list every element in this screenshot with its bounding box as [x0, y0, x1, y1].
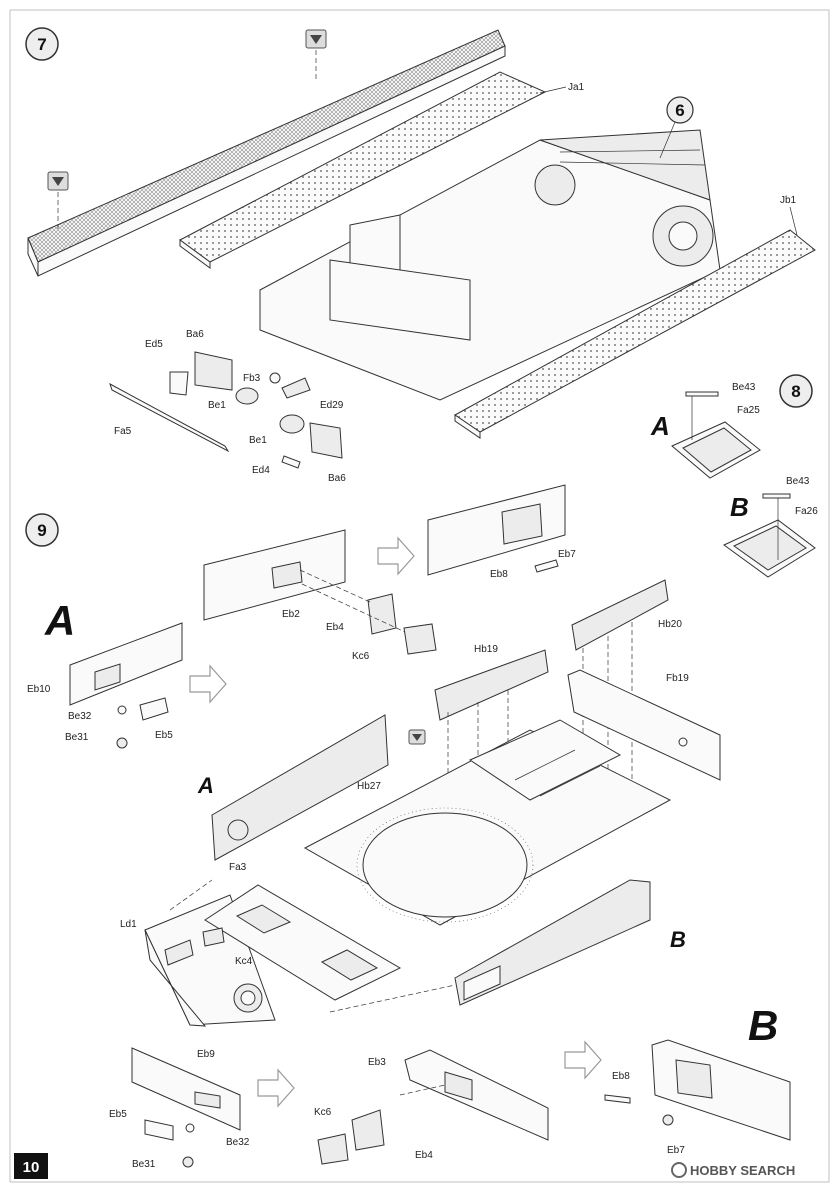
subassembly-label-b-step8: B — [730, 492, 749, 522]
label-hb19: Hb19 — [474, 644, 498, 655]
attention-icon — [47, 171, 69, 191]
label-ed5: Ed5 — [145, 339, 163, 350]
step-9-group: 9 Eb2 Eb4 Kc6 Eb7 Eb8 A E — [25, 484, 791, 1170]
side-plate-top-left — [203, 529, 437, 655]
label-be43-b: Be43 — [786, 476, 810, 487]
side-plate-bottom-mid — [317, 1049, 549, 1165]
label-be32: Be32 — [68, 711, 92, 722]
side-plate-bottom-right — [604, 1039, 791, 1141]
label-hb20: Hb20 — [658, 619, 682, 630]
arrow-right-a — [189, 664, 227, 704]
watermark-text: HOBBY SEARCH — [690, 1163, 795, 1178]
label-ld1: Ld1 — [120, 919, 137, 930]
label-fa3: Fa3 — [229, 862, 247, 873]
step-badge-7 — [25, 27, 59, 61]
page-frame — [9, 9, 830, 1183]
step-badge-9 — [25, 513, 59, 547]
step-8-group: 8 A Be43 Fa25 B Be43 Fa26 — [650, 374, 818, 578]
subassembly-label-a-step8: A — [650, 411, 670, 441]
deck-plate-fa3 — [202, 884, 402, 1001]
label-ba6-b: Ba6 — [328, 473, 346, 484]
label-kc6: Kc6 — [352, 651, 370, 662]
label-hb27: Hb27 — [357, 781, 381, 792]
label-kc4: Kc4 — [235, 956, 253, 967]
side-plate-bottom-left — [131, 1047, 241, 1168]
left-fender-mesh — [27, 29, 506, 277]
step-number-9: 9 — [37, 521, 46, 540]
side-plate-a — [69, 622, 183, 749]
arrow-right-bottom-left — [257, 1068, 295, 1108]
label-eb5-b: Eb5 — [109, 1109, 127, 1120]
side-wall-b — [454, 879, 651, 1006]
subassembly-label-b: B — [748, 1002, 778, 1049]
step7-labels: Ed5 Ba6 Fb3 Be1 Ed29 Fa5 Be1 Ed4 Ba6 — [114, 329, 346, 484]
label-fa25: Fa25 — [737, 405, 760, 416]
watermark: HOBBY SEARCH — [671, 1162, 795, 1178]
label-eb3: Eb3 — [368, 1057, 386, 1068]
subassembly-label-b-inline: B — [670, 927, 686, 952]
label-ja1: Ja1 — [568, 82, 585, 93]
label-be43-a: Be43 — [732, 382, 756, 393]
label-be31-b: Be31 — [132, 1159, 156, 1170]
page-number: 10 — [23, 1159, 40, 1176]
label-eb7: Eb7 — [558, 549, 576, 560]
label-eb8: Eb8 — [490, 569, 508, 580]
label-eb7-b: Eb7 — [667, 1145, 685, 1156]
label-eb5: Eb5 — [155, 730, 173, 741]
step-7-group: 7 Ja1 — [25, 27, 816, 484]
fender-plate-jb1 — [454, 229, 816, 439]
attention-icon — [305, 29, 327, 49]
page-number-box: 10 — [14, 1153, 48, 1179]
step-badge-6 — [666, 96, 694, 124]
subassembly-label-a: A — [44, 597, 75, 644]
label-eb9: Eb9 — [197, 1049, 215, 1060]
hatch-a — [671, 391, 761, 479]
label-be1-b: Be1 — [249, 435, 267, 446]
side-wall-fb19 — [567, 669, 721, 781]
label-eb8-b: Eb8 — [612, 1071, 630, 1082]
label-fa26: Fa26 — [795, 506, 818, 517]
label-be31: Be31 — [65, 732, 89, 743]
label-fa5: Fa5 — [114, 426, 132, 437]
attention-icon — [408, 729, 426, 745]
step-number-6: 6 — [675, 101, 684, 120]
floor-plate-hb27 — [211, 714, 672, 926]
subassembly-label-a-inline: A — [197, 773, 214, 798]
label-jb1: Jb1 — [780, 195, 797, 206]
label-ba6: Ba6 — [186, 329, 204, 340]
label-fb3: Fb3 — [243, 373, 261, 384]
step-number-8: 8 — [791, 382, 800, 401]
side-plate-top-right — [427, 484, 566, 576]
label-kc6-b: Kc6 — [314, 1107, 332, 1118]
label-fb19: Fb19 — [666, 673, 689, 684]
step-badge-8 — [779, 374, 813, 408]
hull-assembly — [259, 129, 721, 401]
label-eb10: Eb10 — [27, 684, 51, 695]
rear-parts — [109, 351, 343, 469]
arrow-right-bottom-right — [564, 1040, 602, 1080]
arrow-right-top — [377, 536, 415, 576]
step-number-7: 7 — [37, 35, 46, 54]
front-plate-ld1 — [144, 894, 276, 1027]
label-ed4: Ed4 — [252, 465, 270, 476]
label-be1: Be1 — [208, 400, 226, 411]
label-eb4-b: Eb4 — [415, 1150, 433, 1161]
label-eb2: Eb2 — [282, 609, 300, 620]
label-be32-b: Be32 — [226, 1137, 250, 1148]
label-ed29: Ed29 — [320, 400, 344, 411]
watermark-logo-icon — [671, 1162, 687, 1178]
label-eb4: Eb4 — [326, 622, 344, 633]
hatch-b — [723, 493, 816, 578]
